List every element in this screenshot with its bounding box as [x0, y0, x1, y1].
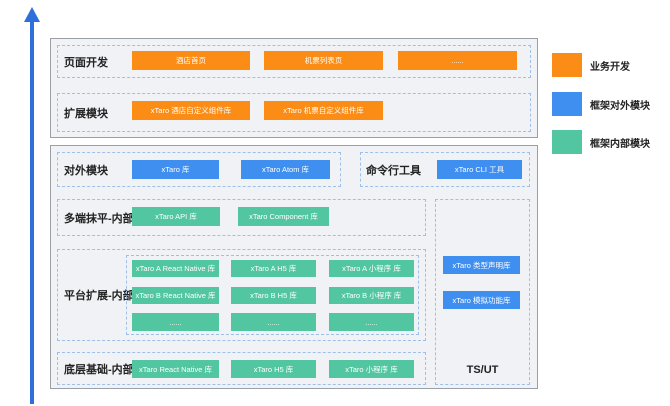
arrow-up-icon [24, 7, 40, 22]
hotel-home-box: 酒店首页 [132, 51, 250, 70]
platform-label: 平台扩展-内部 [64, 290, 134, 302]
xtaro-lib-box: xTaro 库 [132, 160, 219, 179]
base-miniapp-box: xTaro 小程序 库 [329, 360, 414, 378]
page-more-box: ...... [398, 51, 517, 70]
platform-a-h5-box: xTaro A H5 库 [231, 260, 316, 277]
base-label: 底层基础-内部 [64, 363, 134, 376]
xtaro-atom-lib-box: xTaro Atom 库 [241, 160, 330, 179]
extension-label: 扩展模块 [64, 107, 108, 120]
legend-external-label: 框架对外模块 [590, 100, 650, 112]
upward-arrow-line [30, 20, 34, 404]
hotel-component-lib-box: xTaro 酒店自定义组件库 [132, 101, 250, 120]
type-declaration-lib-box: xTaro 类型声明库 [443, 256, 520, 274]
legend-internal-swatch [552, 130, 582, 154]
tsut-label: TS/UT [466, 364, 499, 376]
legend-business-swatch [552, 53, 582, 77]
legend-business-label: 业务开发 [590, 61, 630, 73]
flight-list-box: 机票列表页 [264, 51, 383, 70]
cli-label: 命令行工具 [366, 164, 421, 177]
platform-a-rn-box: xTaro A React Native 库 [132, 260, 219, 277]
platform-b-rn-box: xTaro B React Native 库 [132, 287, 219, 304]
mock-function-lib-box: xTaro 模拟功能库 [443, 291, 520, 309]
page-dev-label: 页面开发 [64, 56, 108, 69]
multi-end-label: 多端抹平-内部 [64, 212, 134, 225]
xtaro-cli-box: xTaro CLI 工具 [437, 160, 522, 179]
platform-more-rn-box: ...... [132, 313, 219, 331]
platform-more-h5-box: ...... [231, 313, 316, 331]
legend-external-swatch [552, 92, 582, 116]
flight-component-lib-box: xTaro 机票自定义组件库 [264, 101, 383, 120]
platform-b-miniapp-box: xTaro B 小程序 库 [329, 287, 414, 304]
platform-more-miniapp-box: ...... [329, 313, 414, 331]
legend-internal-label: 框架内部模块 [590, 138, 650, 150]
base-rn-box: xTaro React Native 库 [132, 360, 219, 378]
platform-grid [126, 255, 419, 335]
base-h5-box: xTaro H5 库 [231, 360, 316, 378]
platform-a-miniapp-box: xTaro A 小程序 库 [329, 260, 414, 277]
platform-b-h5-box: xTaro B H5 库 [231, 287, 316, 304]
xtaro-api-lib-box: xTaro API 库 [132, 207, 220, 226]
xtaro-component-lib-box: xTaro Component 库 [238, 207, 329, 226]
external-label: 对外模块 [64, 164, 108, 177]
